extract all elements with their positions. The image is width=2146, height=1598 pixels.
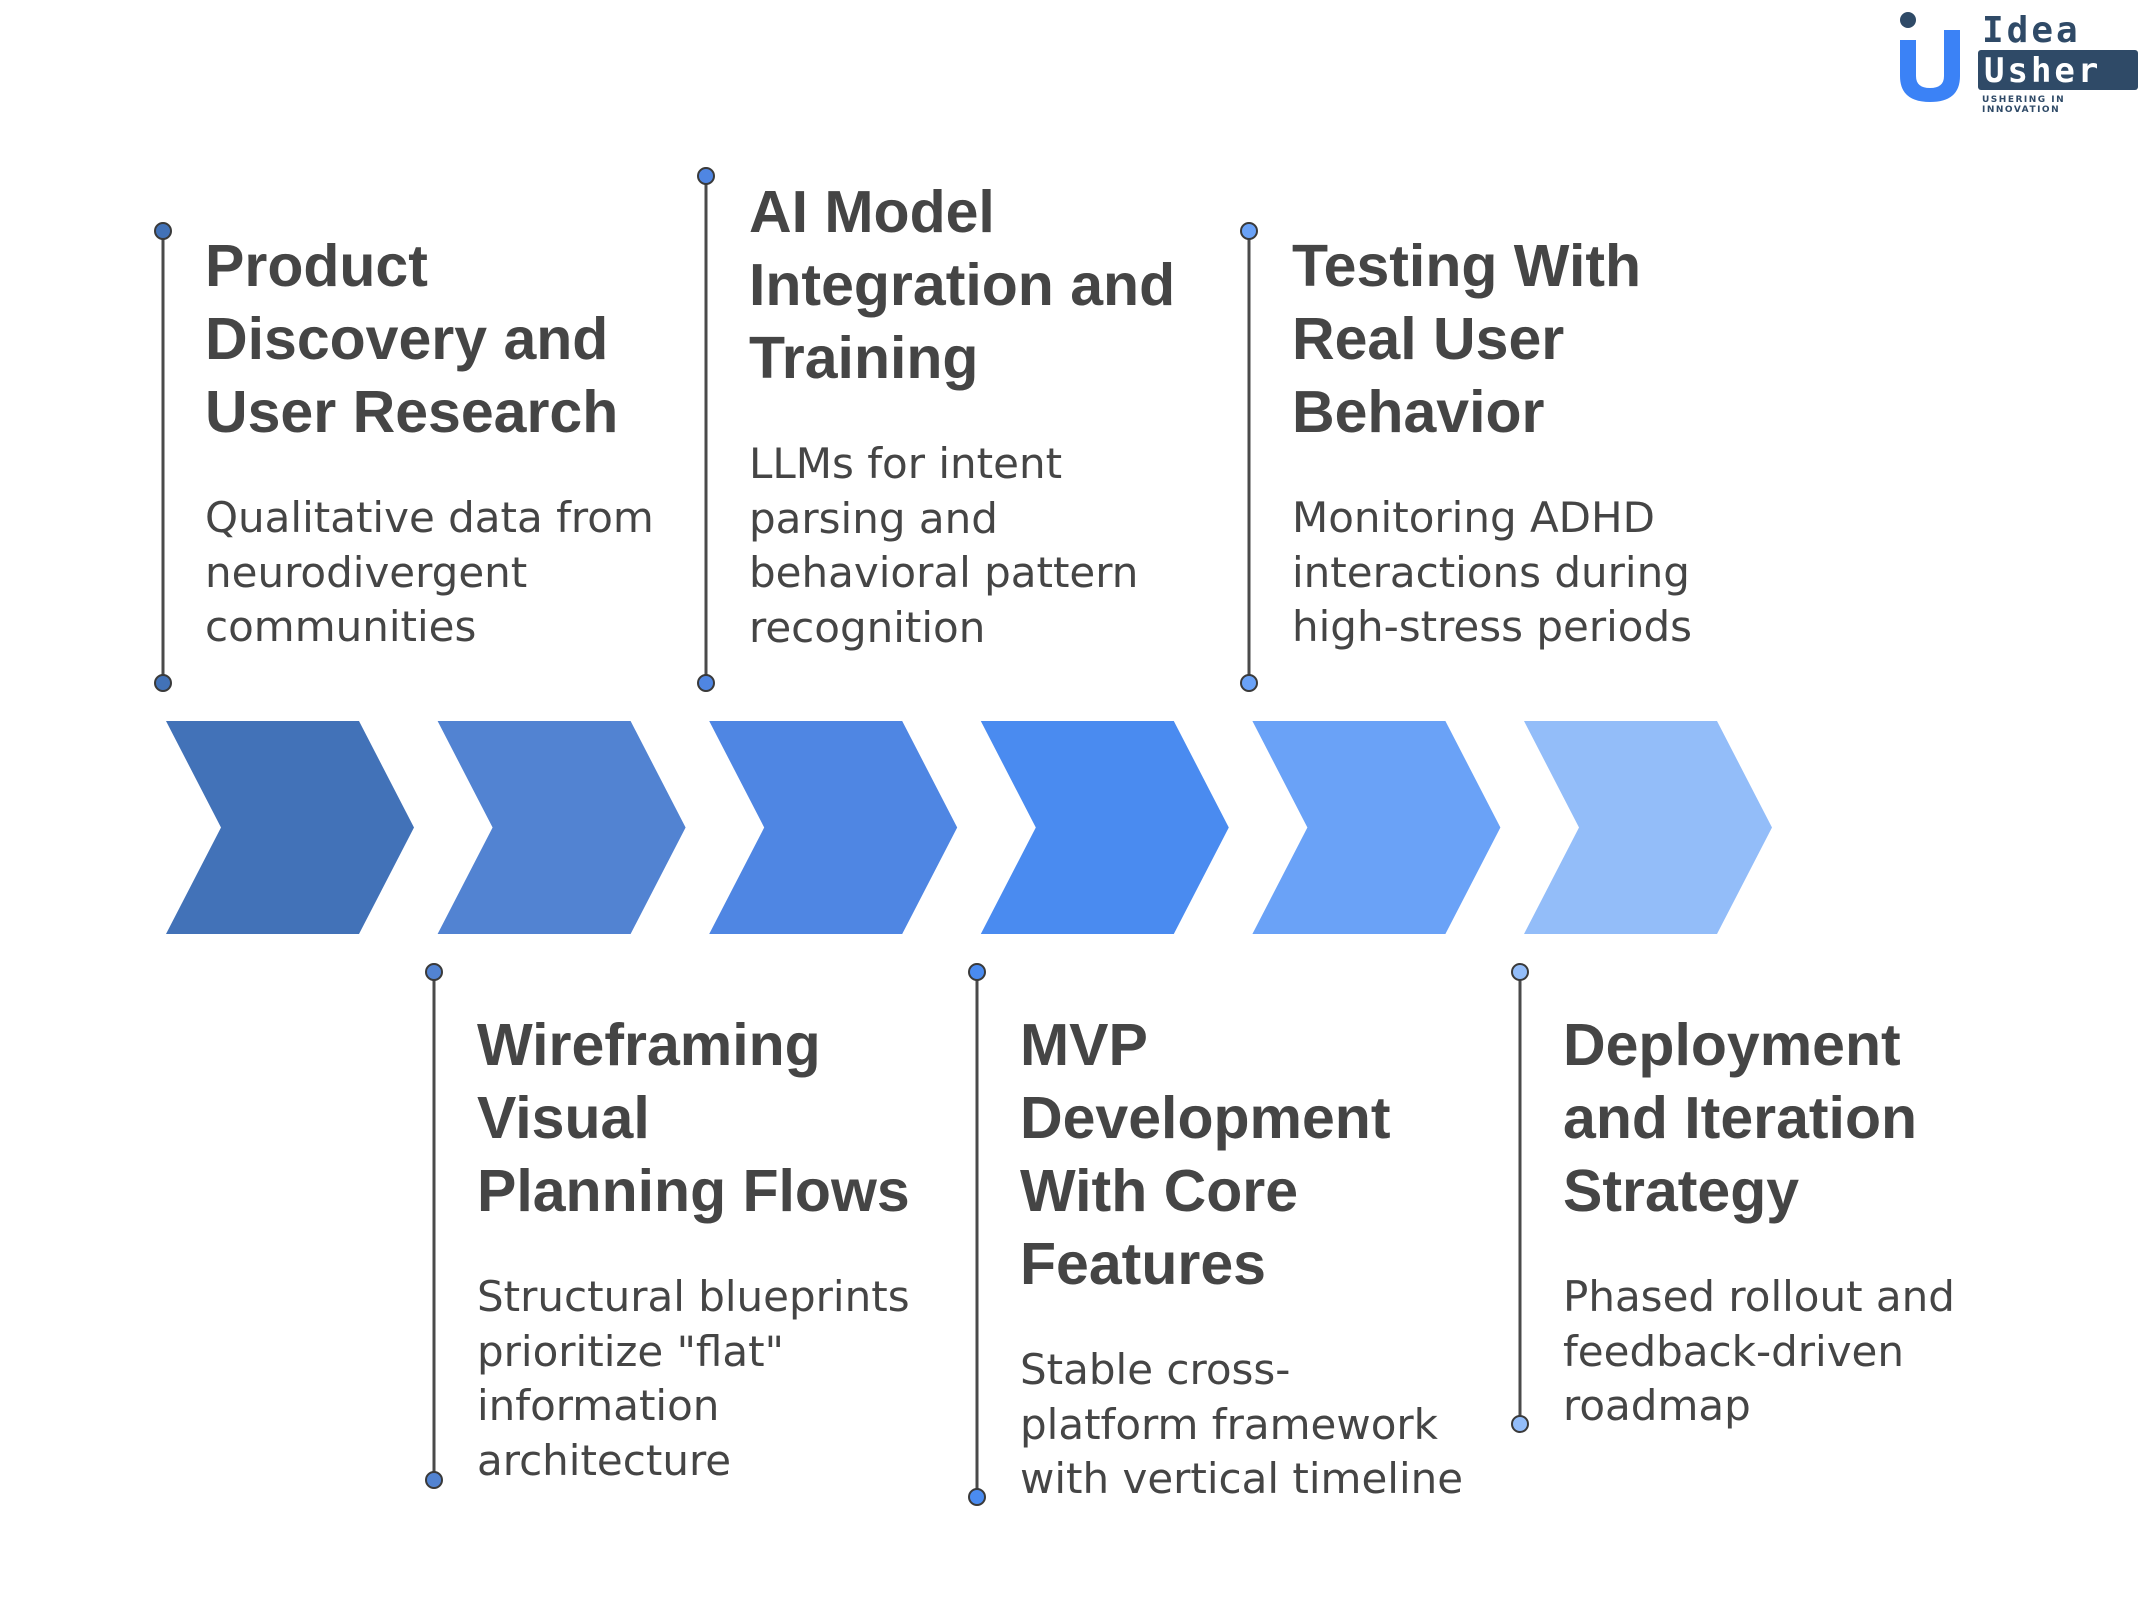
title-line: Discovery and: [205, 306, 609, 372]
title-line: Features: [1020, 1231, 1266, 1297]
logo-line1: Idea: [1982, 10, 2081, 51]
title-line: Visual: [477, 1085, 650, 1151]
step-deployment: Deployment and Iteration Strategy Phased…: [1563, 1009, 2033, 1434]
step-product-discovery: Product Discovery and User Research Qual…: [205, 230, 675, 655]
step-description: Phased rollout and feedback-driven roadm…: [1563, 1270, 2033, 1434]
step-title: Wireframing Visual Planning Flows: [477, 1009, 947, 1228]
logo-tagline: USHERING IN INNOVATION: [1982, 95, 2066, 115]
title-line: MVP: [1020, 1012, 1148, 1078]
step-ai-model: AI Model Integration and Training LLMs f…: [749, 176, 1219, 655]
chevron-arrow-6: [1524, 721, 1772, 934]
connector-dot: [1511, 1415, 1529, 1433]
ideausher-logo: Idea Usher USHERING IN INNOVATION: [1890, 10, 2140, 115]
chevron-arrow-4: [980, 721, 1229, 934]
connector-dot: [154, 674, 172, 692]
connector-dot: [697, 674, 715, 692]
connector-dot: [1511, 963, 1529, 981]
desc-line: interactions during: [1292, 547, 1690, 597]
desc-line: Stable cross-: [1020, 1345, 1291, 1394]
title-line: Real User: [1292, 306, 1565, 372]
step-title: Deployment and Iteration Strategy: [1563, 1009, 2033, 1228]
title-line: Planning Flows: [477, 1158, 910, 1224]
chevron-arrow-3: [709, 721, 958, 934]
title-line: Wireframing: [477, 1012, 821, 1078]
desc-line: Qualitative data from: [205, 493, 654, 542]
step-description: Qualitative data from neurodivergent com…: [205, 491, 675, 655]
desc-line: Structural blueprints: [477, 1272, 910, 1321]
logo-u-icon: [1900, 12, 1960, 102]
desc-line: information: [477, 1381, 720, 1430]
connector-dot: [968, 1488, 986, 1506]
connector-dot: [697, 167, 715, 185]
desc-line: parsing and: [749, 493, 998, 543]
desc-line: Monitoring ADHD: [1292, 493, 1655, 542]
desc-line: prioritize "flat": [477, 1326, 784, 1376]
step-wireframing: Wireframing Visual Planning Flows Struct…: [477, 1009, 947, 1488]
desc-line: roadmap: [1563, 1381, 1751, 1430]
chevron-arrow-1: [166, 721, 414, 934]
desc-line: platform framework: [1020, 1399, 1438, 1449]
desc-line: feedback-driven: [1563, 1326, 1905, 1376]
title-line: Deployment: [1563, 1012, 1901, 1078]
title-line: Strategy: [1563, 1158, 1800, 1224]
step-title: Testing With Real User Behavior: [1292, 230, 1762, 449]
connector-dot: [425, 1471, 443, 1489]
desc-line: communities: [205, 602, 477, 651]
desc-line: recognition: [749, 602, 986, 652]
title-line: Integration and: [749, 252, 1176, 318]
title-line: With Core: [1020, 1158, 1299, 1224]
desc-line: behavioral pattern: [749, 548, 1139, 597]
desc-line: Phased rollout and: [1563, 1272, 1955, 1321]
step-title: Product Discovery and User Research: [205, 230, 675, 449]
title-line: and Iteration: [1563, 1085, 1918, 1151]
connector-dot: [1240, 222, 1258, 240]
title-line: Product: [205, 233, 428, 299]
chevron-arrow-2: [437, 721, 686, 934]
desc-line: architecture: [477, 1435, 732, 1485]
desc-line: neurodivergent: [205, 547, 528, 597]
step-title: AI Model Integration and Training: [749, 176, 1219, 395]
logo-line2: Usher: [1984, 51, 2102, 91]
step-title: MVP Development With Core Features: [1020, 1009, 1490, 1301]
title-line: Development: [1020, 1085, 1391, 1151]
title-line: Behavior: [1292, 379, 1545, 445]
connector-dot: [425, 963, 443, 981]
desc-line: high-stress periods: [1292, 602, 1693, 651]
title-line: AI Model: [749, 179, 995, 245]
connector-dot: [1240, 674, 1258, 692]
step-description: Monitoring ADHD interactions during high…: [1292, 491, 1762, 655]
step-mvp: MVP Development With Core Features Stabl…: [1020, 1009, 1490, 1507]
title-line: Training: [749, 325, 979, 391]
logo-line2-box: Usher: [1978, 50, 2138, 91]
desc-line: with vertical timeline: [1020, 1454, 1464, 1503]
title-line: Testing With: [1292, 233, 1642, 299]
connector-dot: [154, 222, 172, 240]
step-testing: Testing With Real User Behavior Monitori…: [1292, 230, 1762, 655]
step-description: Structural blueprints prioritize "flat" …: [477, 1270, 947, 1488]
step-description: Stable cross- platform framework with ve…: [1020, 1343, 1490, 1507]
desc-line: LLMs for intent: [749, 439, 1063, 488]
chevron-arrow-5: [1252, 721, 1501, 934]
step-description: LLMs for intent parsing and behavioral p…: [749, 437, 1219, 655]
connector-dot: [968, 963, 986, 981]
title-line: User Research: [205, 379, 619, 445]
